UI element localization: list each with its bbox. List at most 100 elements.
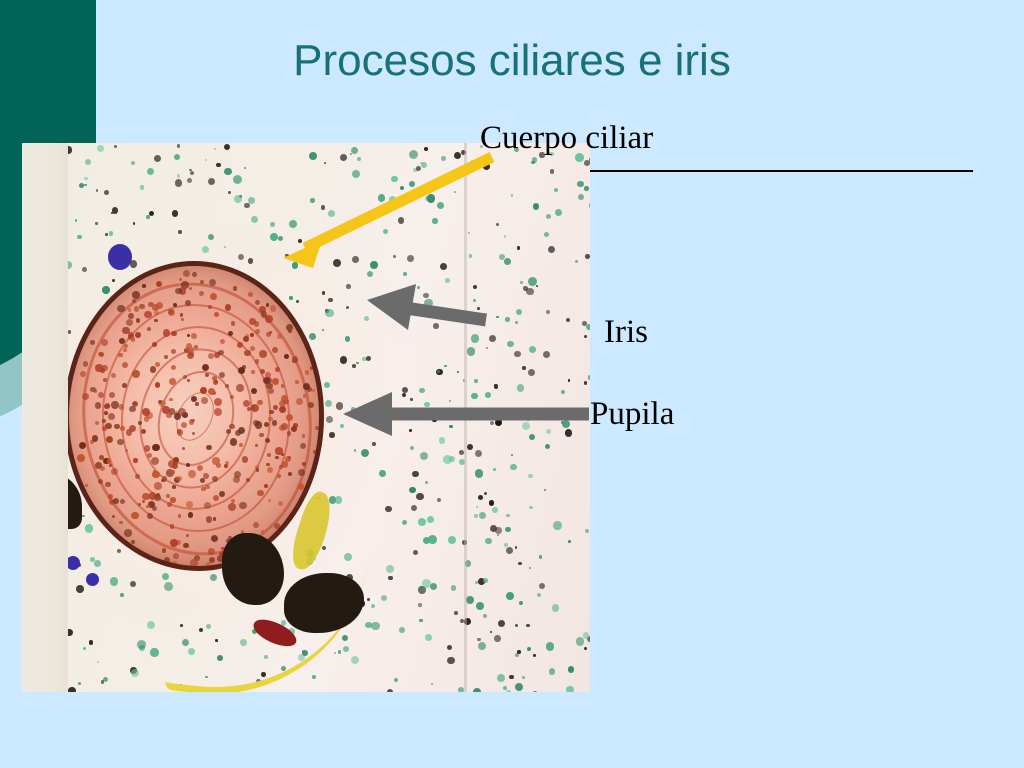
stained-cell-dot bbox=[289, 296, 293, 300]
stained-cell-dot bbox=[409, 181, 416, 188]
ciliary-epithelium-dot bbox=[224, 383, 229, 388]
stained-cell-dot bbox=[181, 638, 190, 647]
stained-cell-dot bbox=[436, 370, 440, 374]
ciliary-epithelium-dot bbox=[287, 472, 292, 476]
stained-cell-dot bbox=[449, 424, 453, 429]
ciliary-epithelium-dot bbox=[213, 517, 217, 521]
stained-cell-dot bbox=[76, 234, 82, 240]
ciliary-epithelium-dot bbox=[199, 387, 207, 395]
ciliary-epithelium-dot bbox=[274, 366, 280, 372]
stained-cell-dot bbox=[561, 389, 566, 394]
ciliary-epithelium-dot bbox=[147, 500, 155, 508]
stained-cell-dot bbox=[457, 371, 460, 374]
ciliary-epithelium-dot bbox=[217, 555, 225, 563]
ciliary-epithelium-dot bbox=[173, 553, 179, 559]
stained-cell-dot bbox=[205, 675, 208, 678]
ciliary-epithelium-dot bbox=[254, 444, 258, 448]
stained-cell-dot bbox=[424, 298, 433, 308]
stained-cell-dot bbox=[496, 315, 500, 319]
stained-cell-dot bbox=[387, 296, 394, 303]
stained-cell-dot bbox=[583, 647, 588, 651]
stained-cell-dot bbox=[112, 207, 119, 214]
stained-cell-dot bbox=[154, 155, 162, 163]
ciliary-epithelium-dot bbox=[119, 520, 123, 525]
ciliary-epithelium-dot bbox=[91, 434, 99, 442]
stained-cell-dot bbox=[251, 216, 259, 224]
ciliary-epithelium-dot bbox=[132, 298, 137, 303]
stained-cell-dot bbox=[171, 210, 179, 217]
stained-cell-dot bbox=[521, 422, 530, 431]
stained-cell-dot bbox=[285, 254, 289, 258]
stained-cell-dot bbox=[366, 597, 371, 602]
ciliary-epithelium-dot bbox=[99, 352, 105, 358]
stained-cell-dot bbox=[505, 547, 513, 555]
stained-cell-dot bbox=[409, 446, 414, 450]
ciliary-epithelium-dot bbox=[158, 400, 163, 405]
ciliary-epithelium-dot bbox=[147, 453, 153, 459]
ciliary-epithelium-dot bbox=[79, 441, 87, 449]
stained-cell-dot bbox=[416, 166, 422, 171]
ciliary-epithelium-dot bbox=[301, 434, 306, 438]
ciliary-epithelium-dot bbox=[274, 522, 281, 529]
ciliary-epithelium-dot bbox=[209, 292, 218, 300]
ciliary-epithelium-dot bbox=[171, 330, 177, 337]
ciliary-epithelium-dot bbox=[250, 369, 255, 374]
page-title: Procesos ciliares e iris bbox=[293, 36, 731, 85]
ciliary-epithelium-dot bbox=[147, 326, 152, 331]
ciliary-epithelium-dot bbox=[150, 366, 157, 373]
ciliary-epithelium-dot bbox=[204, 372, 210, 377]
stained-cell-dot bbox=[547, 245, 555, 253]
stained-cell-dot bbox=[544, 443, 551, 450]
ciliary-epithelium-dot bbox=[170, 539, 178, 547]
label-cuerpo-ciliar: Cuerpo ciliar bbox=[480, 120, 654, 156]
stained-cell-dot bbox=[146, 215, 150, 219]
stained-cell-dot bbox=[418, 602, 423, 607]
ciliary-epithelium-dot bbox=[263, 422, 269, 428]
stained-cell-dot bbox=[462, 379, 466, 382]
ciliary-epithelium-dot bbox=[166, 494, 170, 498]
stained-cell-dot bbox=[528, 473, 533, 479]
ciliary-epithelium-dot bbox=[119, 338, 126, 344]
stained-cell-dot bbox=[247, 197, 255, 204]
ciliary-epithelium-dot bbox=[153, 318, 158, 323]
stained-cell-dot bbox=[482, 162, 491, 171]
stained-cell-dot bbox=[509, 675, 514, 680]
stained-cell-dot bbox=[536, 592, 542, 597]
ciliary-epithelium-dot bbox=[249, 317, 257, 325]
stained-cell-dot bbox=[344, 553, 352, 562]
ciliary-epithelium-dot bbox=[278, 465, 283, 470]
ciliary-epithelium-dot bbox=[271, 378, 279, 385]
stained-cell-dot bbox=[476, 601, 484, 610]
ciliary-epithelium-dot bbox=[144, 310, 152, 319]
ciliary-epithelium-dot bbox=[268, 416, 273, 422]
stained-cell-dot bbox=[405, 299, 408, 302]
stained-cell-dot bbox=[526, 287, 534, 296]
ciliary-epithelium-dot bbox=[275, 456, 279, 460]
ciliary-epithelium-dot bbox=[280, 394, 289, 403]
stained-cell-dot bbox=[326, 416, 334, 424]
ciliary-epithelium-dot bbox=[171, 470, 176, 475]
ciliary-epithelium-dot bbox=[277, 333, 283, 339]
stained-cell-dot bbox=[480, 144, 484, 149]
stained-cell-dot bbox=[333, 259, 342, 268]
ciliary-epithelium-dot bbox=[94, 420, 99, 426]
stained-cell-dot bbox=[548, 668, 556, 675]
stained-cell-dot bbox=[482, 578, 488, 584]
ciliary-epithelium-dot bbox=[185, 462, 191, 468]
stained-cell-dot bbox=[459, 458, 466, 466]
ciliary-epithelium-dot bbox=[229, 438, 238, 446]
ciliary-epithelium-dot bbox=[279, 399, 287, 407]
stained-cell-dot bbox=[346, 284, 351, 289]
stained-cell-dot bbox=[96, 660, 99, 663]
ciliary-epithelium-dot bbox=[141, 499, 145, 503]
stained-cell-dot bbox=[146, 167, 154, 175]
stained-cell-dot bbox=[233, 174, 242, 184]
ciliary-epithelium-dot bbox=[187, 512, 194, 518]
stained-cell-dot bbox=[423, 147, 429, 152]
stained-cell-dot bbox=[514, 350, 521, 358]
stained-cell-dot bbox=[334, 496, 343, 504]
ciliary-epithelium-dot bbox=[155, 302, 163, 309]
ciliary-epithelium-dot bbox=[148, 301, 154, 308]
ciliary-epithelium-dot bbox=[111, 401, 119, 409]
ciliary-epithelium-dot bbox=[181, 281, 189, 289]
